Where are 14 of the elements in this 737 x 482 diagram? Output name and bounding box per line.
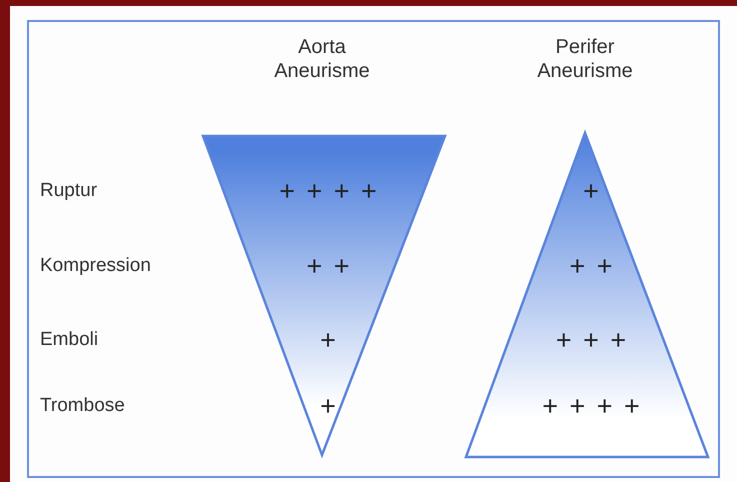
- row-label: Emboli: [40, 328, 98, 352]
- plus-rating: +: [320, 391, 336, 421]
- plus-rating: +: [583, 176, 599, 206]
- column-heading: Aorta Aneurisme: [273, 35, 371, 83]
- plus-rating: + + + +: [542, 391, 640, 421]
- row-label: Kompression: [40, 254, 151, 278]
- plus-rating: + + + +: [279, 176, 377, 206]
- row-label: Trombose: [40, 394, 125, 418]
- plus-rating: + + +: [556, 325, 626, 355]
- plus-rating: + +: [306, 251, 350, 281]
- plus-rating: +: [320, 325, 336, 355]
- column-heading: Perifer Aneurisme: [536, 35, 634, 83]
- plus-rating: + +: [569, 251, 613, 281]
- row-label: Ruptur: [40, 179, 98, 203]
